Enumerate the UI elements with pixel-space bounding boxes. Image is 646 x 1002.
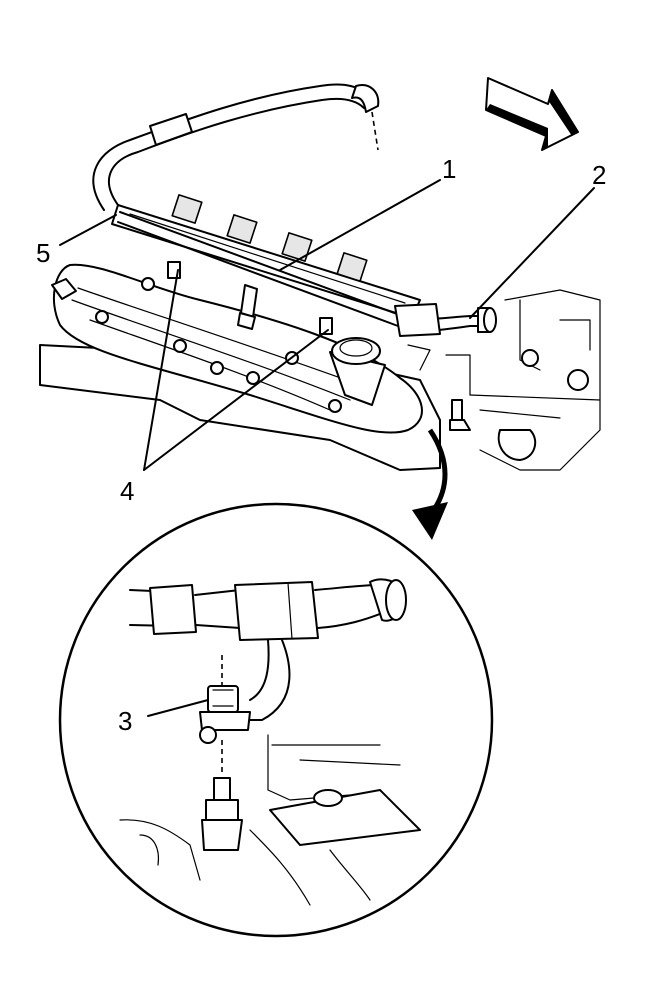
leader-5 — [59, 214, 117, 246]
engine-valve-cover — [39, 263, 441, 471]
leader-1 — [279, 179, 441, 271]
detail-zoom-circle — [58, 502, 494, 938]
callout-4: 4 — [120, 476, 134, 506]
leader-4b — [143, 329, 329, 471]
leader-4a — [143, 269, 179, 471]
engine-right-detail — [407, 289, 601, 471]
callout-3: 3 — [118, 706, 132, 736]
callout-2: 2 — [592, 160, 606, 190]
leader-3 — [147, 699, 209, 717]
detail-pointer-arrow — [412, 428, 448, 540]
fuel-supply-line — [117, 211, 497, 337]
oil-filler-cap — [329, 337, 386, 406]
callout-5: 5 — [36, 238, 50, 268]
callout-1: 1 — [442, 154, 456, 184]
fuel-line-bracket-nut — [199, 685, 251, 744]
fuel-feed-line — [92, 83, 380, 211]
leader-lines — [59, 179, 595, 717]
front-direction-arrow-icon — [485, 77, 579, 151]
leader-2 — [469, 187, 595, 319]
